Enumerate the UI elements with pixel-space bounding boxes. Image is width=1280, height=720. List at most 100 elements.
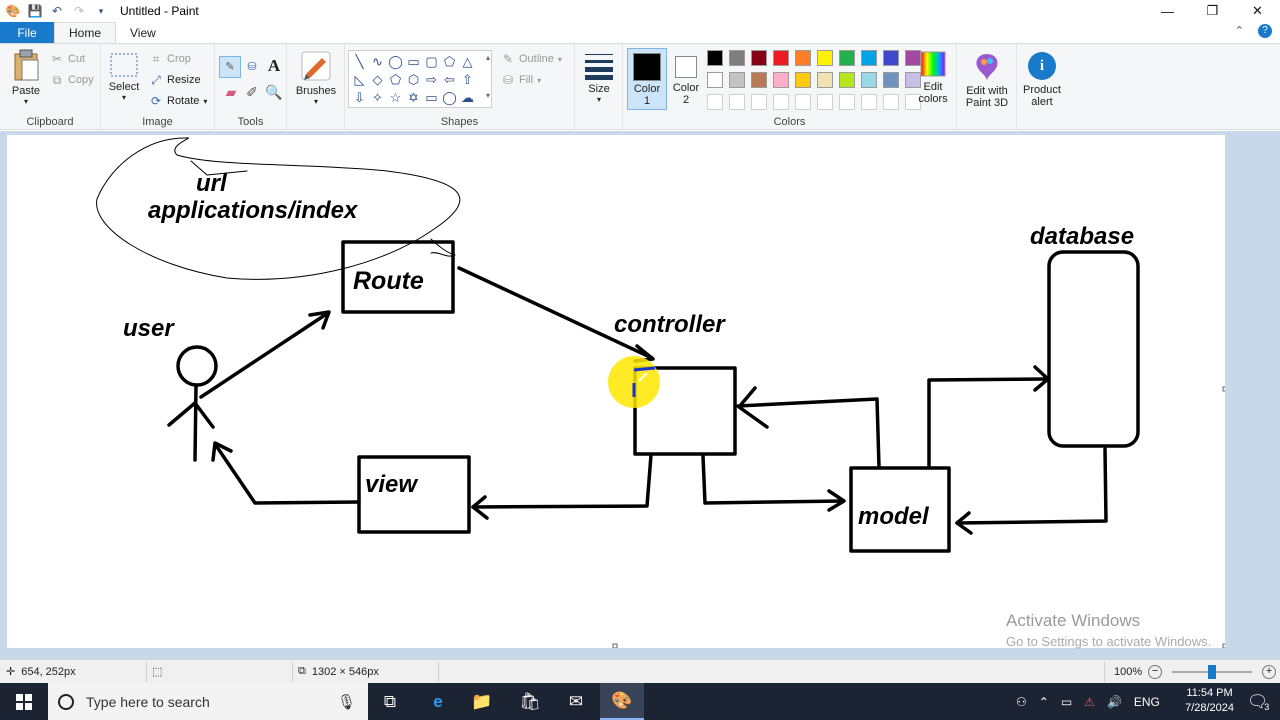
paint-taskbar-icon[interactable]: 🎨 xyxy=(600,683,644,720)
custom-palette-swatch[interactable] xyxy=(861,94,877,110)
battery-icon[interactable]: ▭ xyxy=(1060,694,1073,709)
edit-colors-button[interactable]: Edit colors xyxy=(913,50,953,105)
palette-swatch[interactable] xyxy=(883,72,899,88)
custom-palette-swatch[interactable] xyxy=(883,94,899,110)
volume-icon[interactable]: 🔊 xyxy=(1106,694,1122,709)
help-icon[interactable]: ? xyxy=(1258,24,1272,38)
custom-palette-swatch[interactable] xyxy=(817,94,833,110)
tab-home[interactable]: Home xyxy=(54,22,117,43)
taskbar-search-box[interactable]: Type here to search 🎙 xyxy=(48,683,368,720)
notifications-icon[interactable]: 🗨3 xyxy=(1246,691,1270,712)
palette-swatch[interactable] xyxy=(883,50,899,66)
file-explorer-icon[interactable]: 📁 xyxy=(471,691,493,711)
custom-palette-swatch[interactable] xyxy=(773,94,789,110)
custom-palette-swatch[interactable] xyxy=(707,94,723,110)
rounded-rect-shape-icon[interactable]: ▢ xyxy=(425,54,438,69)
redo-icon[interactable]: ↷ xyxy=(73,4,85,18)
palette-swatch[interactable] xyxy=(795,72,811,88)
line-shape-icon[interactable]: ╲ xyxy=(355,54,364,69)
palette-swatch[interactable] xyxy=(773,72,789,88)
zoom-in-button[interactable]: + xyxy=(1262,665,1277,679)
triangle-shape-icon[interactable]: △ xyxy=(462,54,473,69)
palette-swatch[interactable] xyxy=(861,72,877,88)
resize-button[interactable]: ⤢Resize xyxy=(149,73,200,87)
pentagon-shape-icon[interactable]: ⬠ xyxy=(389,72,402,87)
canvas-resize-handle-bottom[interactable] xyxy=(612,643,618,648)
fill-button[interactable]: ⛁Fill▾ xyxy=(502,73,542,87)
edit-with-paint3d-button[interactable]: Edit with Paint 3D xyxy=(961,52,1013,109)
four-point-star-shape-icon[interactable]: ✧ xyxy=(372,90,383,105)
task-view-icon[interactable]: ⧉ xyxy=(383,691,397,711)
collapse-ribbon-icon[interactable]: ⌃ xyxy=(1234,25,1244,37)
copy-button[interactable]: ⧉Copy xyxy=(50,73,94,87)
palette-swatch[interactable] xyxy=(729,50,745,66)
custom-palette-swatch[interactable] xyxy=(839,94,855,110)
brushes-button[interactable]: Brushes ▾ xyxy=(295,50,337,106)
custom-palette-swatch[interactable] xyxy=(751,94,767,110)
custom-palette-swatch[interactable] xyxy=(905,94,921,110)
hexagon-shape-icon[interactable]: ⬡ xyxy=(407,72,420,87)
tab-view[interactable]: View xyxy=(130,25,156,40)
palette-swatch[interactable] xyxy=(773,50,789,66)
left-arrow-shape-icon[interactable]: ⇦ xyxy=(444,72,455,87)
palette-swatch[interactable] xyxy=(839,50,855,66)
product-alert-button[interactable]: i Product alert xyxy=(1019,52,1065,108)
palette-swatch[interactable] xyxy=(707,50,723,66)
canvas-resize-handle-corner[interactable] xyxy=(1222,643,1225,648)
palette-swatch[interactable] xyxy=(817,50,833,66)
zoom-slider[interactable] xyxy=(1172,665,1253,679)
select-button[interactable]: Select ▾ xyxy=(107,52,141,102)
callout-rect-shape-icon[interactable]: ▭ xyxy=(425,90,438,105)
oval-shape-icon[interactable]: ◯ xyxy=(388,54,403,69)
polygon-shape-icon[interactable]: ⬠ xyxy=(443,54,456,69)
save-icon[interactable]: 💾 xyxy=(27,4,43,18)
custom-palette-swatch[interactable] xyxy=(795,94,811,110)
zoom-slider-thumb[interactable] xyxy=(1208,665,1217,679)
zoom-out-button[interactable]: − xyxy=(1148,665,1163,679)
color-picker-icon[interactable]: ✐ xyxy=(246,84,258,100)
network-icon[interactable]: ⚠ xyxy=(1084,694,1095,709)
custom-palette-swatch[interactable] xyxy=(729,94,745,110)
rectangle-shape-icon[interactable]: ▭ xyxy=(407,54,420,69)
cloud-shape-icon[interactable]: ☁ xyxy=(461,90,474,105)
canvas-resize-handle-right[interactable] xyxy=(1222,386,1225,392)
drawing-canvas[interactable]: url applications/index Route user contro… xyxy=(7,135,1225,648)
customize-qat-icon[interactable]: ▾ xyxy=(98,5,104,16)
diamond-shape-icon[interactable]: ◇ xyxy=(372,72,383,87)
edge-browser-icon[interactable]: e xyxy=(433,691,443,711)
cut-button[interactable]: ✂Cut xyxy=(50,52,85,66)
palette-swatch[interactable] xyxy=(751,72,767,88)
people-icon[interactable]: ⚇ xyxy=(1016,694,1027,709)
pencil-icon[interactable]: ✎ xyxy=(219,56,241,78)
text-tool-icon[interactable]: A xyxy=(267,56,281,75)
palette-swatch[interactable] xyxy=(707,72,723,88)
right-arrow-shape-icon[interactable]: ⇨ xyxy=(426,72,437,87)
palette-swatch[interactable] xyxy=(729,72,745,88)
mail-icon[interactable]: ✉ xyxy=(568,691,584,711)
fill-bucket-icon[interactable]: ⛁ xyxy=(247,61,257,73)
color2-button[interactable]: Color 2 xyxy=(669,48,703,110)
palette-swatch[interactable] xyxy=(795,50,811,66)
eraser-icon[interactable]: ▰ xyxy=(225,84,237,100)
five-point-star-shape-icon[interactable]: ☆ xyxy=(389,90,402,105)
right-triangle-shape-icon[interactable]: ◺ xyxy=(354,72,365,87)
palette-swatch[interactable] xyxy=(839,72,855,88)
size-button[interactable]: Size ▾ xyxy=(581,52,617,104)
palette-swatch[interactable] xyxy=(861,50,877,66)
undo-icon[interactable]: ↶ xyxy=(51,4,63,18)
callout-oval-shape-icon[interactable]: ◯ xyxy=(442,90,457,105)
store-icon[interactable]: 🛍 xyxy=(519,691,541,711)
maximize-button[interactable]: ❐ xyxy=(1206,3,1219,18)
microphone-icon[interactable]: 🎙 xyxy=(336,693,356,711)
curve-shape-icon[interactable]: ∿ xyxy=(372,54,383,69)
start-button[interactable] xyxy=(0,683,48,720)
down-arrow-shape-icon[interactable]: ⇩ xyxy=(354,90,365,105)
palette-swatch[interactable] xyxy=(905,72,921,88)
crop-button[interactable]: ⌗Crop xyxy=(149,52,191,66)
language-indicator[interactable]: ENG xyxy=(1133,694,1160,709)
shapes-more-icon[interactable]: ▾ xyxy=(485,91,490,100)
minimize-button[interactable]: — xyxy=(1161,3,1174,19)
up-arrow-shape-icon[interactable]: ⇧ xyxy=(462,72,473,87)
tab-file[interactable]: File xyxy=(0,22,54,43)
close-button[interactable]: ✕ xyxy=(1252,3,1263,18)
